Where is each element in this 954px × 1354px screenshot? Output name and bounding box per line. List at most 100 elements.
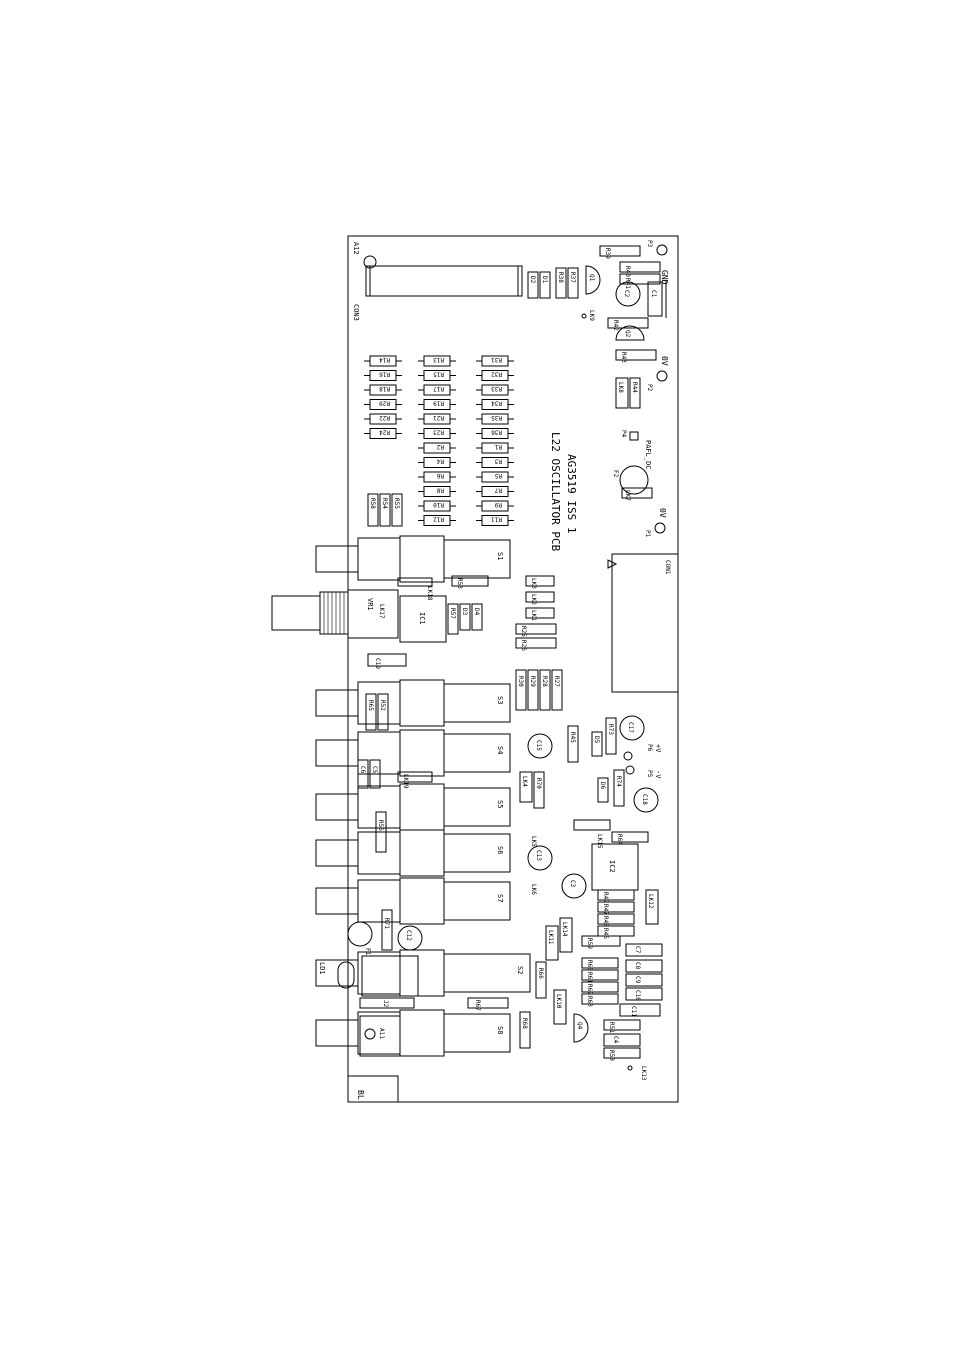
label-c1: C1	[650, 290, 657, 298]
label-d5: D5	[593, 736, 600, 744]
switch-s2: S2	[315, 949, 531, 997]
label-lk15: LK15	[596, 834, 603, 849]
label-r71: R71	[383, 918, 390, 929]
switch-s3: S3	[315, 679, 511, 727]
r25-resistor	[515, 623, 557, 635]
bank-resistor-label: R22	[379, 414, 390, 421]
label-r27: R27	[553, 676, 560, 687]
label-a12: A12	[352, 242, 360, 255]
bank-resistor: R19	[418, 399, 456, 410]
label-c18: C18	[641, 794, 648, 805]
c11-capacitor	[619, 1003, 661, 1017]
label-r67: R67	[474, 1000, 481, 1011]
label-r45: R45	[569, 732, 576, 743]
r53-resistor	[451, 575, 489, 587]
label-lk13: LK13	[640, 1066, 647, 1081]
c8-capacitor	[625, 959, 663, 973]
d5-diode	[591, 731, 603, 757]
a11-block	[359, 1015, 401, 1057]
label-r59: R59	[586, 938, 593, 949]
label-d4: D4	[473, 608, 480, 616]
lk9-pad	[581, 313, 587, 319]
label-c15: C15	[535, 740, 542, 751]
label-r53: R53	[456, 578, 463, 589]
bank-resistor-label: R10	[433, 501, 444, 508]
label-q2: Q2	[624, 330, 631, 338]
bank-resistor-label: R9	[494, 501, 502, 508]
r70-resistor	[533, 771, 545, 809]
switch-s5: S5	[315, 783, 511, 831]
r43-resistor	[615, 349, 657, 361]
label-a11: A11	[378, 1028, 385, 1039]
r55-resistor	[391, 493, 403, 527]
label-d1: D1	[541, 276, 548, 284]
corner-label: BL	[356, 1090, 365, 1100]
r74-resistor	[613, 769, 625, 807]
d4-diode	[471, 603, 483, 631]
lk15-link	[573, 819, 611, 831]
lk12-link	[645, 889, 659, 925]
bank-resistor-label: R35	[491, 414, 502, 421]
d3-diode	[459, 603, 471, 631]
bank-resistor: R6	[418, 471, 456, 483]
label-r29: R29	[529, 676, 536, 687]
r64-resistor	[611, 831, 649, 843]
c12-capacitor	[397, 925, 423, 951]
label-plus-v: +V	[654, 744, 662, 753]
label-ic1: IC1	[418, 612, 426, 625]
label-0v-bottom: 0V	[658, 508, 667, 518]
r51-resistor	[603, 1019, 641, 1031]
label-c12: C12	[405, 930, 412, 941]
switch-label: S5	[496, 800, 504, 808]
label-r52: R52	[379, 700, 386, 711]
r61-resistor	[581, 969, 619, 981]
bank-resistor: R22	[364, 413, 402, 425]
label-lk11: LK11	[547, 930, 554, 945]
switch-label: S6	[496, 846, 504, 854]
switch-s6: S6	[315, 829, 511, 877]
c13-capacitor	[527, 845, 553, 871]
r58-resistor	[367, 493, 379, 527]
label-r54: R54	[381, 498, 388, 509]
switch-label: S3	[496, 696, 504, 704]
bank-resistor-label: R13	[433, 356, 444, 363]
r40-resistor	[619, 261, 661, 273]
bank-resistor-label: R1	[494, 443, 502, 450]
switch-s4: S4	[315, 729, 511, 777]
f1-fuse	[361, 955, 419, 997]
bank-resistor: R11	[476, 515, 514, 526]
label-c8: C8	[634, 962, 641, 970]
label-lk10: LK10	[555, 994, 562, 1009]
label-f2: F2	[612, 470, 619, 478]
label-r63: R63	[586, 996, 593, 1007]
label-lk3: LK3	[530, 578, 537, 589]
switch-label: S8	[496, 1026, 504, 1034]
bank-resistor: R2	[418, 442, 456, 454]
label-0v-top: 0V	[660, 356, 669, 366]
con3-connector	[365, 265, 523, 297]
bank-resistor-label: R4	[436, 458, 444, 465]
bank-resistor: R36	[476, 428, 514, 439]
r27-resistor	[551, 669, 563, 711]
bank-resistor: R5	[476, 471, 514, 483]
label-c9: C9	[634, 976, 641, 984]
lk18-link	[397, 577, 433, 587]
label-r74: R74	[615, 776, 622, 787]
bank-resistor: R13	[418, 355, 456, 367]
r49-resistor	[597, 889, 635, 901]
label-c3: C3	[569, 880, 576, 888]
label-lk9: LK9	[588, 310, 595, 321]
bank-resistor-label: R24	[379, 429, 390, 436]
label-r51: R51	[608, 1022, 615, 1033]
label-q1: Q1	[588, 274, 595, 282]
label-lk17: LK17	[378, 604, 385, 619]
bank-resistor: R34	[476, 399, 514, 410]
c19-capacitor	[367, 653, 407, 667]
r63-resistor	[581, 993, 619, 1005]
label-r44: R44	[631, 382, 638, 393]
bank-resistor-label: R15	[433, 371, 444, 378]
r30-resistor	[515, 669, 527, 711]
label-ld1: LD1	[318, 962, 326, 975]
label-r46: R46	[602, 928, 609, 939]
r68-resistor	[519, 1011, 531, 1049]
